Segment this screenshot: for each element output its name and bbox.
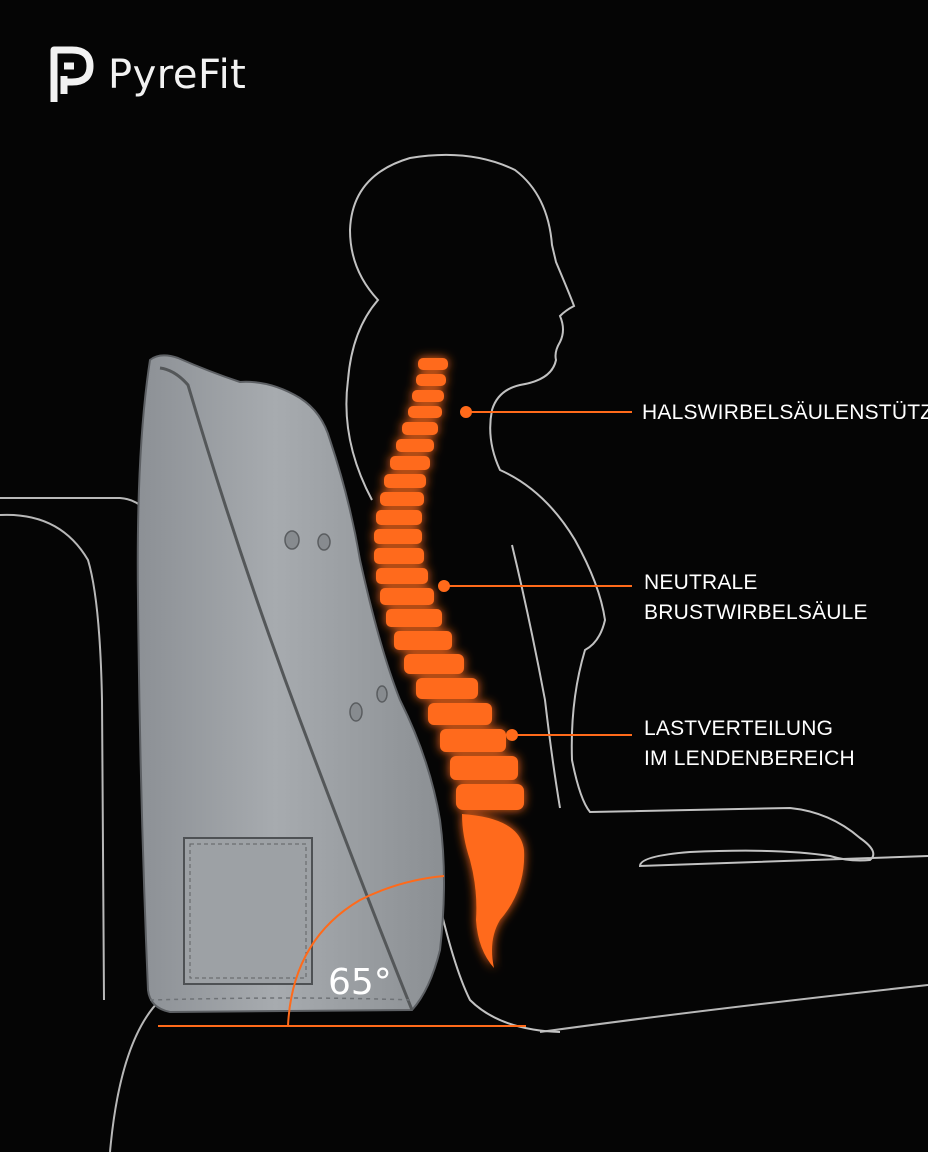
thoracic-label-line2: BRUSTWIRBELSÄULE bbox=[644, 601, 868, 624]
cervical-label-line1: HALSWIRBELSÄULENSTÜTZE bbox=[642, 401, 928, 424]
cervical-support-label: HALSWIRBELSÄULENSTÜTZE bbox=[642, 398, 928, 428]
angle-indicator bbox=[158, 875, 526, 1027]
annotation-leaders bbox=[438, 406, 632, 741]
angle-value: 65° bbox=[328, 962, 392, 1003]
person-silhouette bbox=[345, 153, 928, 868]
pillow-buttons bbox=[284, 530, 388, 722]
thoracic-label-line1: NEUTRALE bbox=[644, 571, 758, 594]
lumbar-label-line1: LASTVERTEILUNG bbox=[644, 717, 834, 740]
thoracic-label: NEUTRALE BRUSTWIRBELSÄULE bbox=[644, 568, 868, 628]
person-arm-outline bbox=[511, 544, 561, 809]
wedge-pillow bbox=[136, 354, 445, 1014]
spine-highlight bbox=[374, 358, 525, 968]
pillow-pocket bbox=[183, 837, 313, 985]
pyrefit-logo-icon bbox=[50, 46, 94, 102]
lumbar-label-line2: IM LENDENBEREICH bbox=[644, 747, 855, 770]
brand: PyreFit bbox=[50, 46, 246, 104]
brand-name: PyreFit bbox=[108, 52, 247, 98]
lumbar-label: LASTVERTEILUNG IM LENDENBEREICH bbox=[644, 714, 855, 774]
